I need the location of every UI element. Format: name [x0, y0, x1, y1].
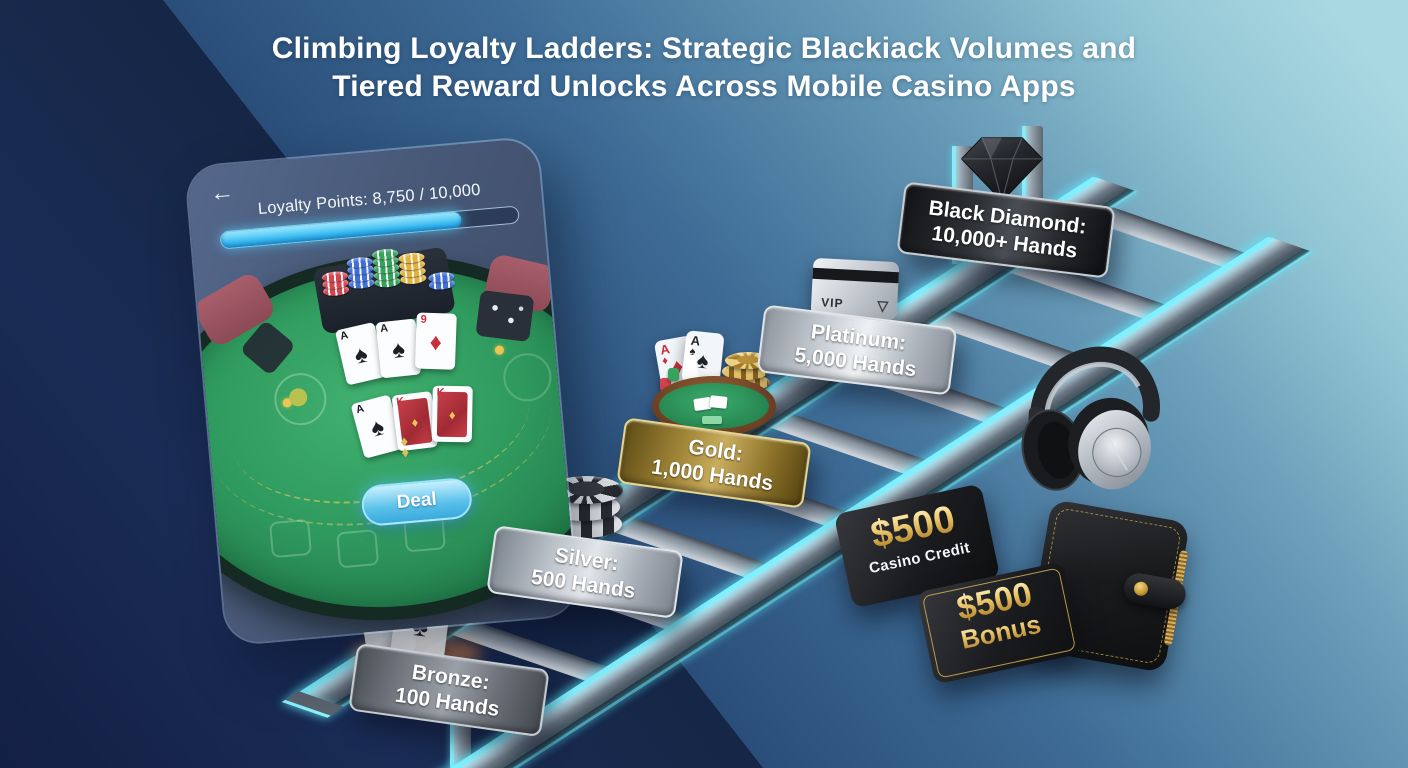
mini-chip-red: [660, 378, 671, 391]
playing-card-face: K: [391, 391, 439, 452]
card-suit: ♠: [367, 413, 388, 443]
chip-stack-green: [371, 248, 401, 289]
bet-spot: [269, 518, 313, 559]
card-rank: K: [395, 395, 405, 409]
card-suit: ♠: [688, 345, 697, 359]
card-rank: 9: [420, 313, 427, 326]
title-line-1: Climbing Loyalty Ladders: Strategic Blac…: [271, 32, 1137, 65]
circuit-traces: [20, 120, 300, 150]
bet-spot: [336, 529, 380, 569]
table-logo: ♦♦: [399, 432, 410, 462]
card-rank: K: [436, 386, 445, 399]
vip-logo-icon: ▽: [876, 297, 889, 314]
card-rank: A: [379, 322, 389, 336]
card-rank: A: [339, 329, 350, 343]
page-title: Climbing Loyalty Ladders: Strategic Blac…: [0, 30, 1408, 106]
playing-card: 9 ♦: [414, 312, 457, 370]
card-suit: ♠: [351, 340, 371, 370]
card-suit: ♦: [429, 329, 443, 357]
reward-label: Bonus: [925, 603, 1078, 662]
title-line-2: Tiered Reward Unlocks Across Mobile Casi…: [332, 70, 1076, 104]
vip-label: VIP: [820, 295, 844, 311]
headphones-reward: [1021, 346, 1161, 491]
mini-chip-green: [668, 368, 679, 381]
card-suit: ♦: [661, 354, 669, 368]
card-magnetic-stripe: [812, 267, 899, 284]
particle-dots: [198, 149, 300, 151]
card-rank: A: [354, 402, 366, 417]
card-suit: ♠: [390, 336, 407, 365]
card-placeholder-deck: [475, 289, 535, 343]
playing-card: A ♠: [375, 318, 422, 379]
card-suit-large: ♠: [695, 347, 710, 374]
playing-card-face: K: [431, 385, 473, 443]
black-diamond-icon: [960, 137, 1044, 202]
wallet-snap-button: [1132, 580, 1150, 597]
